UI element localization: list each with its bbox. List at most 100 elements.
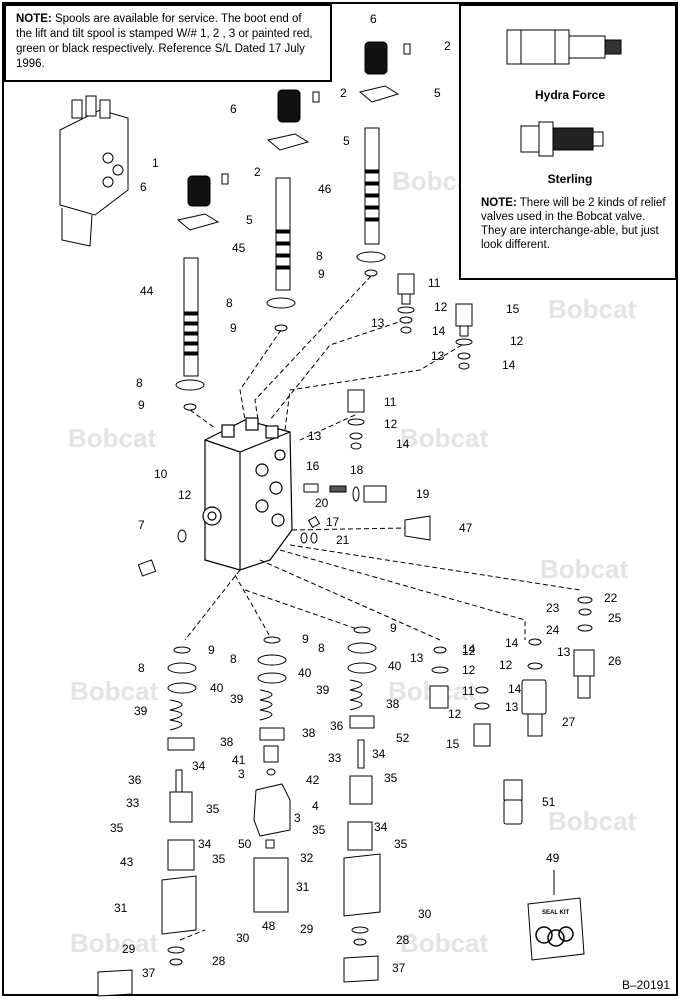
callout-28: 28 bbox=[212, 954, 226, 968]
relief-valves-upper bbox=[347, 273, 473, 450]
callout-23: 23 bbox=[546, 601, 560, 615]
callout-4: 4 bbox=[312, 799, 319, 813]
callout-52: 52 bbox=[396, 731, 410, 745]
relief-valves-lower bbox=[429, 596, 595, 825]
relief-note-label: NOTE: bbox=[481, 197, 517, 209]
spools bbox=[183, 127, 380, 377]
callout-34: 34 bbox=[198, 837, 212, 851]
relief-note-text: There will be 2 kinds of relief valves u… bbox=[481, 197, 666, 251]
callout-13: 13 bbox=[371, 316, 385, 330]
callout-42: 42 bbox=[306, 773, 320, 787]
spool-boot-group bbox=[176, 41, 411, 231]
callout-1: 1 bbox=[152, 156, 159, 170]
callout-30: 30 bbox=[418, 907, 432, 921]
callout-40: 40 bbox=[298, 666, 312, 680]
callout-48: 48 bbox=[262, 919, 276, 933]
callout-32: 32 bbox=[300, 851, 314, 865]
callout-35: 35 bbox=[394, 837, 408, 851]
relief-note-body: NOTE: There will be 2 kinds of relief va… bbox=[481, 196, 671, 252]
callout-13: 13 bbox=[505, 700, 519, 714]
spool-washers bbox=[175, 251, 386, 411]
sterling-caption: Sterling bbox=[547, 172, 593, 186]
callout-12: 12 bbox=[434, 300, 448, 314]
callout-8: 8 bbox=[316, 249, 323, 263]
watermark: Bobcat bbox=[68, 423, 156, 453]
callout-40: 40 bbox=[388, 659, 402, 673]
callout-43: 43 bbox=[120, 855, 134, 869]
callout-11: 11 bbox=[428, 276, 441, 290]
callout-37: 37 bbox=[142, 966, 156, 980]
callout-10: 10 bbox=[154, 467, 168, 481]
callout-44: 44 bbox=[140, 284, 154, 298]
valve-body bbox=[202, 417, 293, 571]
callout-8: 8 bbox=[230, 652, 237, 666]
callout-9: 9 bbox=[318, 267, 325, 281]
callout-15: 15 bbox=[446, 737, 460, 751]
callout-29: 29 bbox=[300, 922, 314, 936]
callout-12: 12 bbox=[448, 707, 462, 721]
callout-45: 45 bbox=[232, 241, 246, 255]
callout-39: 39 bbox=[316, 683, 330, 697]
callout-2: 2 bbox=[444, 39, 451, 53]
callout-35: 35 bbox=[212, 852, 226, 866]
callout-16: 16 bbox=[306, 459, 320, 473]
callout-3: 3 bbox=[294, 811, 301, 825]
callout-labels: 1 2 2 2 3 3 4 5 5 5 6 6 6 7 8 8 8 8 8 8 … bbox=[110, 12, 622, 980]
callout-5: 5 bbox=[434, 86, 441, 100]
callout-12: 12 bbox=[499, 658, 513, 672]
watermark: Bobcat bbox=[400, 423, 488, 453]
callout-40: 40 bbox=[210, 681, 224, 695]
spools-note-label: NOTE: bbox=[16, 13, 52, 25]
callout-25: 25 bbox=[608, 611, 622, 625]
callout-34: 34 bbox=[374, 820, 388, 834]
callout-8: 8 bbox=[318, 641, 325, 655]
callout-2: 2 bbox=[254, 165, 261, 179]
callout-14: 14 bbox=[502, 358, 516, 372]
watermark: Bobcat bbox=[548, 806, 636, 836]
lower-spool-stacks bbox=[97, 626, 381, 997]
callout-2: 2 bbox=[340, 86, 347, 100]
drawing-number: B–20191 bbox=[621, 978, 670, 992]
callout-9: 9 bbox=[390, 621, 397, 635]
callout-6: 6 bbox=[230, 102, 237, 116]
callout-38: 38 bbox=[220, 735, 234, 749]
callout-14: 14 bbox=[432, 324, 446, 338]
callout-9: 9 bbox=[230, 321, 237, 335]
spools-note: NOTE: Spools are available for service. … bbox=[4, 4, 332, 82]
callout-5: 5 bbox=[343, 134, 350, 148]
callout-33: 33 bbox=[328, 751, 342, 765]
callout-38: 38 bbox=[386, 697, 400, 711]
callout-8: 8 bbox=[138, 661, 145, 675]
callout-31: 31 bbox=[114, 901, 128, 915]
watermark: Bobcat bbox=[70, 676, 158, 706]
callout-19: 19 bbox=[416, 487, 430, 501]
callout-24: 24 bbox=[546, 623, 560, 637]
assembly-leader-lines bbox=[179, 275, 581, 941]
callout-11: 11 bbox=[384, 395, 397, 409]
callout-27: 27 bbox=[562, 715, 576, 729]
callout-9: 9 bbox=[208, 643, 215, 657]
callout-29: 29 bbox=[122, 942, 136, 956]
hydra-force-caption: Hydra Force bbox=[534, 88, 606, 102]
callout-13: 13 bbox=[410, 651, 424, 665]
callout-18: 18 bbox=[350, 463, 364, 477]
callout-12: 12 bbox=[178, 488, 192, 502]
callout-9: 9 bbox=[138, 398, 145, 412]
watermark: Bobcat bbox=[70, 928, 158, 958]
callout-13: 13 bbox=[557, 645, 571, 659]
watermark: Bobcat bbox=[540, 554, 628, 584]
callout-35: 35 bbox=[206, 802, 220, 816]
callout-26: 26 bbox=[608, 654, 622, 668]
callout-33: 33 bbox=[126, 796, 140, 810]
callout-15: 15 bbox=[506, 302, 520, 316]
callout-12: 12 bbox=[462, 644, 476, 658]
watermark-layer: Bobcat Bobcat Bobcat Bobcat Bobcat Bobca… bbox=[68, 166, 636, 958]
watermark: Bobcat bbox=[548, 294, 636, 324]
callout-49: 49 bbox=[546, 851, 560, 865]
load-check-parts bbox=[300, 483, 431, 544]
callout-14: 14 bbox=[508, 682, 522, 696]
callout-21: 21 bbox=[336, 533, 350, 547]
callout-12: 12 bbox=[384, 417, 398, 431]
callout-31: 31 bbox=[296, 880, 310, 894]
